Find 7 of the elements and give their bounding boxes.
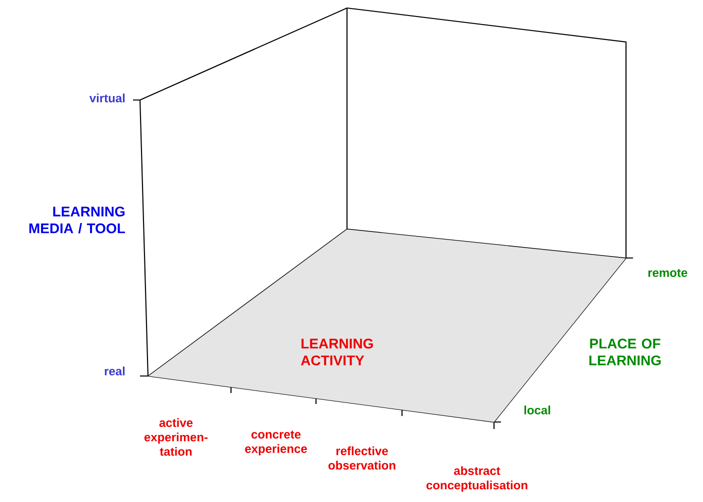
axis-value-label: local [524, 406, 550, 414]
axis-value-label: real [104, 366, 125, 376]
axis-title: LEARNING MEDIA / TOOL [29, 206, 125, 234]
tick-label: abstract conceptualisation [426, 466, 528, 492]
axis-value-label: remote [648, 269, 688, 277]
tick-label: reflective observation [328, 446, 396, 470]
axis-value-label: virtual [89, 94, 125, 102]
